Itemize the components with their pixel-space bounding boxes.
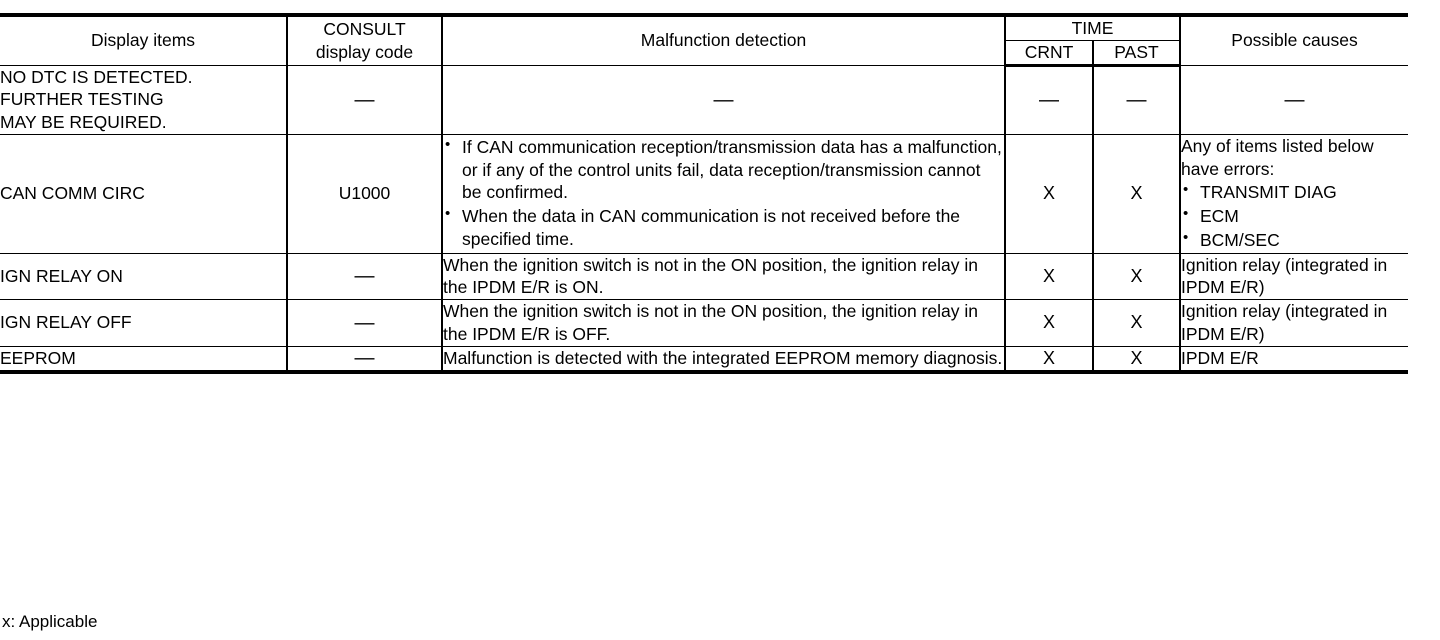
cell-consult-code: — <box>286 345 443 372</box>
header-row-secondary: CRNT PAST <box>0 39 1408 67</box>
column-header-consult-display-code: CONSULT display code <box>286 15 443 66</box>
cell-possible-cause: Ignition relay (integrated in IPDM E/R) <box>1179 299 1408 347</box>
table-row: NO DTC IS DETECTED. FURTHER TESTING MAY … <box>0 64 1408 135</box>
list-item: If CAN communication reception/transmiss… <box>443 135 1004 204</box>
cause-lead-text: Any of items listed below have errors: <box>1181 135 1374 179</box>
cell-time-crnt: X <box>1004 133 1094 254</box>
cell-display-item: CAN COMM CIRC <box>0 133 288 254</box>
column-header-past: PAST <box>1092 39 1180 67</box>
column-header-possible-causes: Possible causes <box>1179 15 1408 66</box>
dtc-table: Display items CONSULT display code Malfu… <box>0 13 1408 374</box>
table-header: Display items CONSULT display code Malfu… <box>0 15 1408 67</box>
display-item-line3: MAY BE REQUIRED. <box>0 112 167 132</box>
cell-malfunction-detection: — <box>441 64 1006 135</box>
detection-bullet-list: If CAN communication reception/transmiss… <box>443 135 1004 251</box>
table-row: IGN RELAY OFF — When the ignition switch… <box>0 299 1408 347</box>
cause-bullet-list: TRANSMIT DIAG ECM BCM/SEC <box>1181 180 1408 252</box>
column-header-crnt: CRNT <box>1005 39 1094 67</box>
table-row: CAN COMM CIRC U1000 If CAN communication… <box>0 133 1408 254</box>
cell-possible-cause: — <box>1179 64 1408 135</box>
cell-display-item: EEPROM <box>0 345 288 372</box>
cell-display-item: NO DTC IS DETECTED. FURTHER TESTING MAY … <box>0 64 288 135</box>
table-body: NO DTC IS DETECTED. FURTHER TESTING MAY … <box>0 64 1408 372</box>
cell-time-crnt: X <box>1004 252 1094 300</box>
list-item: When the data in CAN communication is no… <box>443 204 1004 251</box>
cell-consult-code: U1000 <box>286 133 443 254</box>
cell-time-past: X <box>1092 345 1181 372</box>
cell-consult-code: — <box>286 252 443 300</box>
cell-consult-code: — <box>286 64 443 135</box>
list-item: TRANSMIT DIAG <box>1181 180 1408 204</box>
cell-malfunction-detection: Malfunction is detected with the integra… <box>441 345 1006 372</box>
cell-time-past: — <box>1092 64 1181 135</box>
cell-display-item: IGN RELAY ON <box>0 252 288 300</box>
cell-time-crnt: X <box>1004 299 1094 347</box>
cell-time-past: X <box>1092 133 1181 254</box>
cell-malfunction-detection: When the ignition switch is not in the O… <box>441 299 1006 347</box>
cell-time-past: X <box>1092 299 1181 347</box>
list-item: BCM/SEC <box>1181 228 1408 252</box>
cell-display-item: IGN RELAY OFF <box>0 299 288 347</box>
cell-time-crnt: — <box>1004 64 1094 135</box>
column-header-display-items: Display items <box>0 15 288 66</box>
header-row-primary: Display items CONSULT display code Malfu… <box>0 15 1408 66</box>
display-item-line1: NO DTC IS DETECTED. <box>0 66 193 87</box>
column-header-malfunction-detection: Malfunction detection <box>441 15 1006 66</box>
cell-time-past: X <box>1092 252 1181 300</box>
cell-consult-code: — <box>286 299 443 347</box>
cell-possible-cause: Any of items listed below have errors: T… <box>1179 133 1408 254</box>
cell-possible-cause: Ignition relay (integrated in IPDM E/R) <box>1179 252 1408 300</box>
cell-malfunction-detection: If CAN communication reception/transmiss… <box>441 133 1006 254</box>
column-header-time: TIME <box>1004 15 1181 41</box>
display-item-line2: FURTHER TESTING <box>0 89 164 110</box>
consult-code-line1: CONSULT <box>323 19 406 39</box>
table-row: IGN RELAY ON — When the ignition switch … <box>0 252 1408 300</box>
table-footnote: x: Applicable <box>2 612 98 631</box>
cell-possible-cause: IPDM E/R <box>1179 345 1408 372</box>
cell-time-crnt: X <box>1004 345 1094 372</box>
cell-malfunction-detection: When the ignition switch is not in the O… <box>441 252 1006 300</box>
table-row: EEPROM — Malfunction is detected with th… <box>0 345 1408 372</box>
consult-code-line2: display code <box>315 41 414 62</box>
list-item: ECM <box>1181 204 1408 228</box>
